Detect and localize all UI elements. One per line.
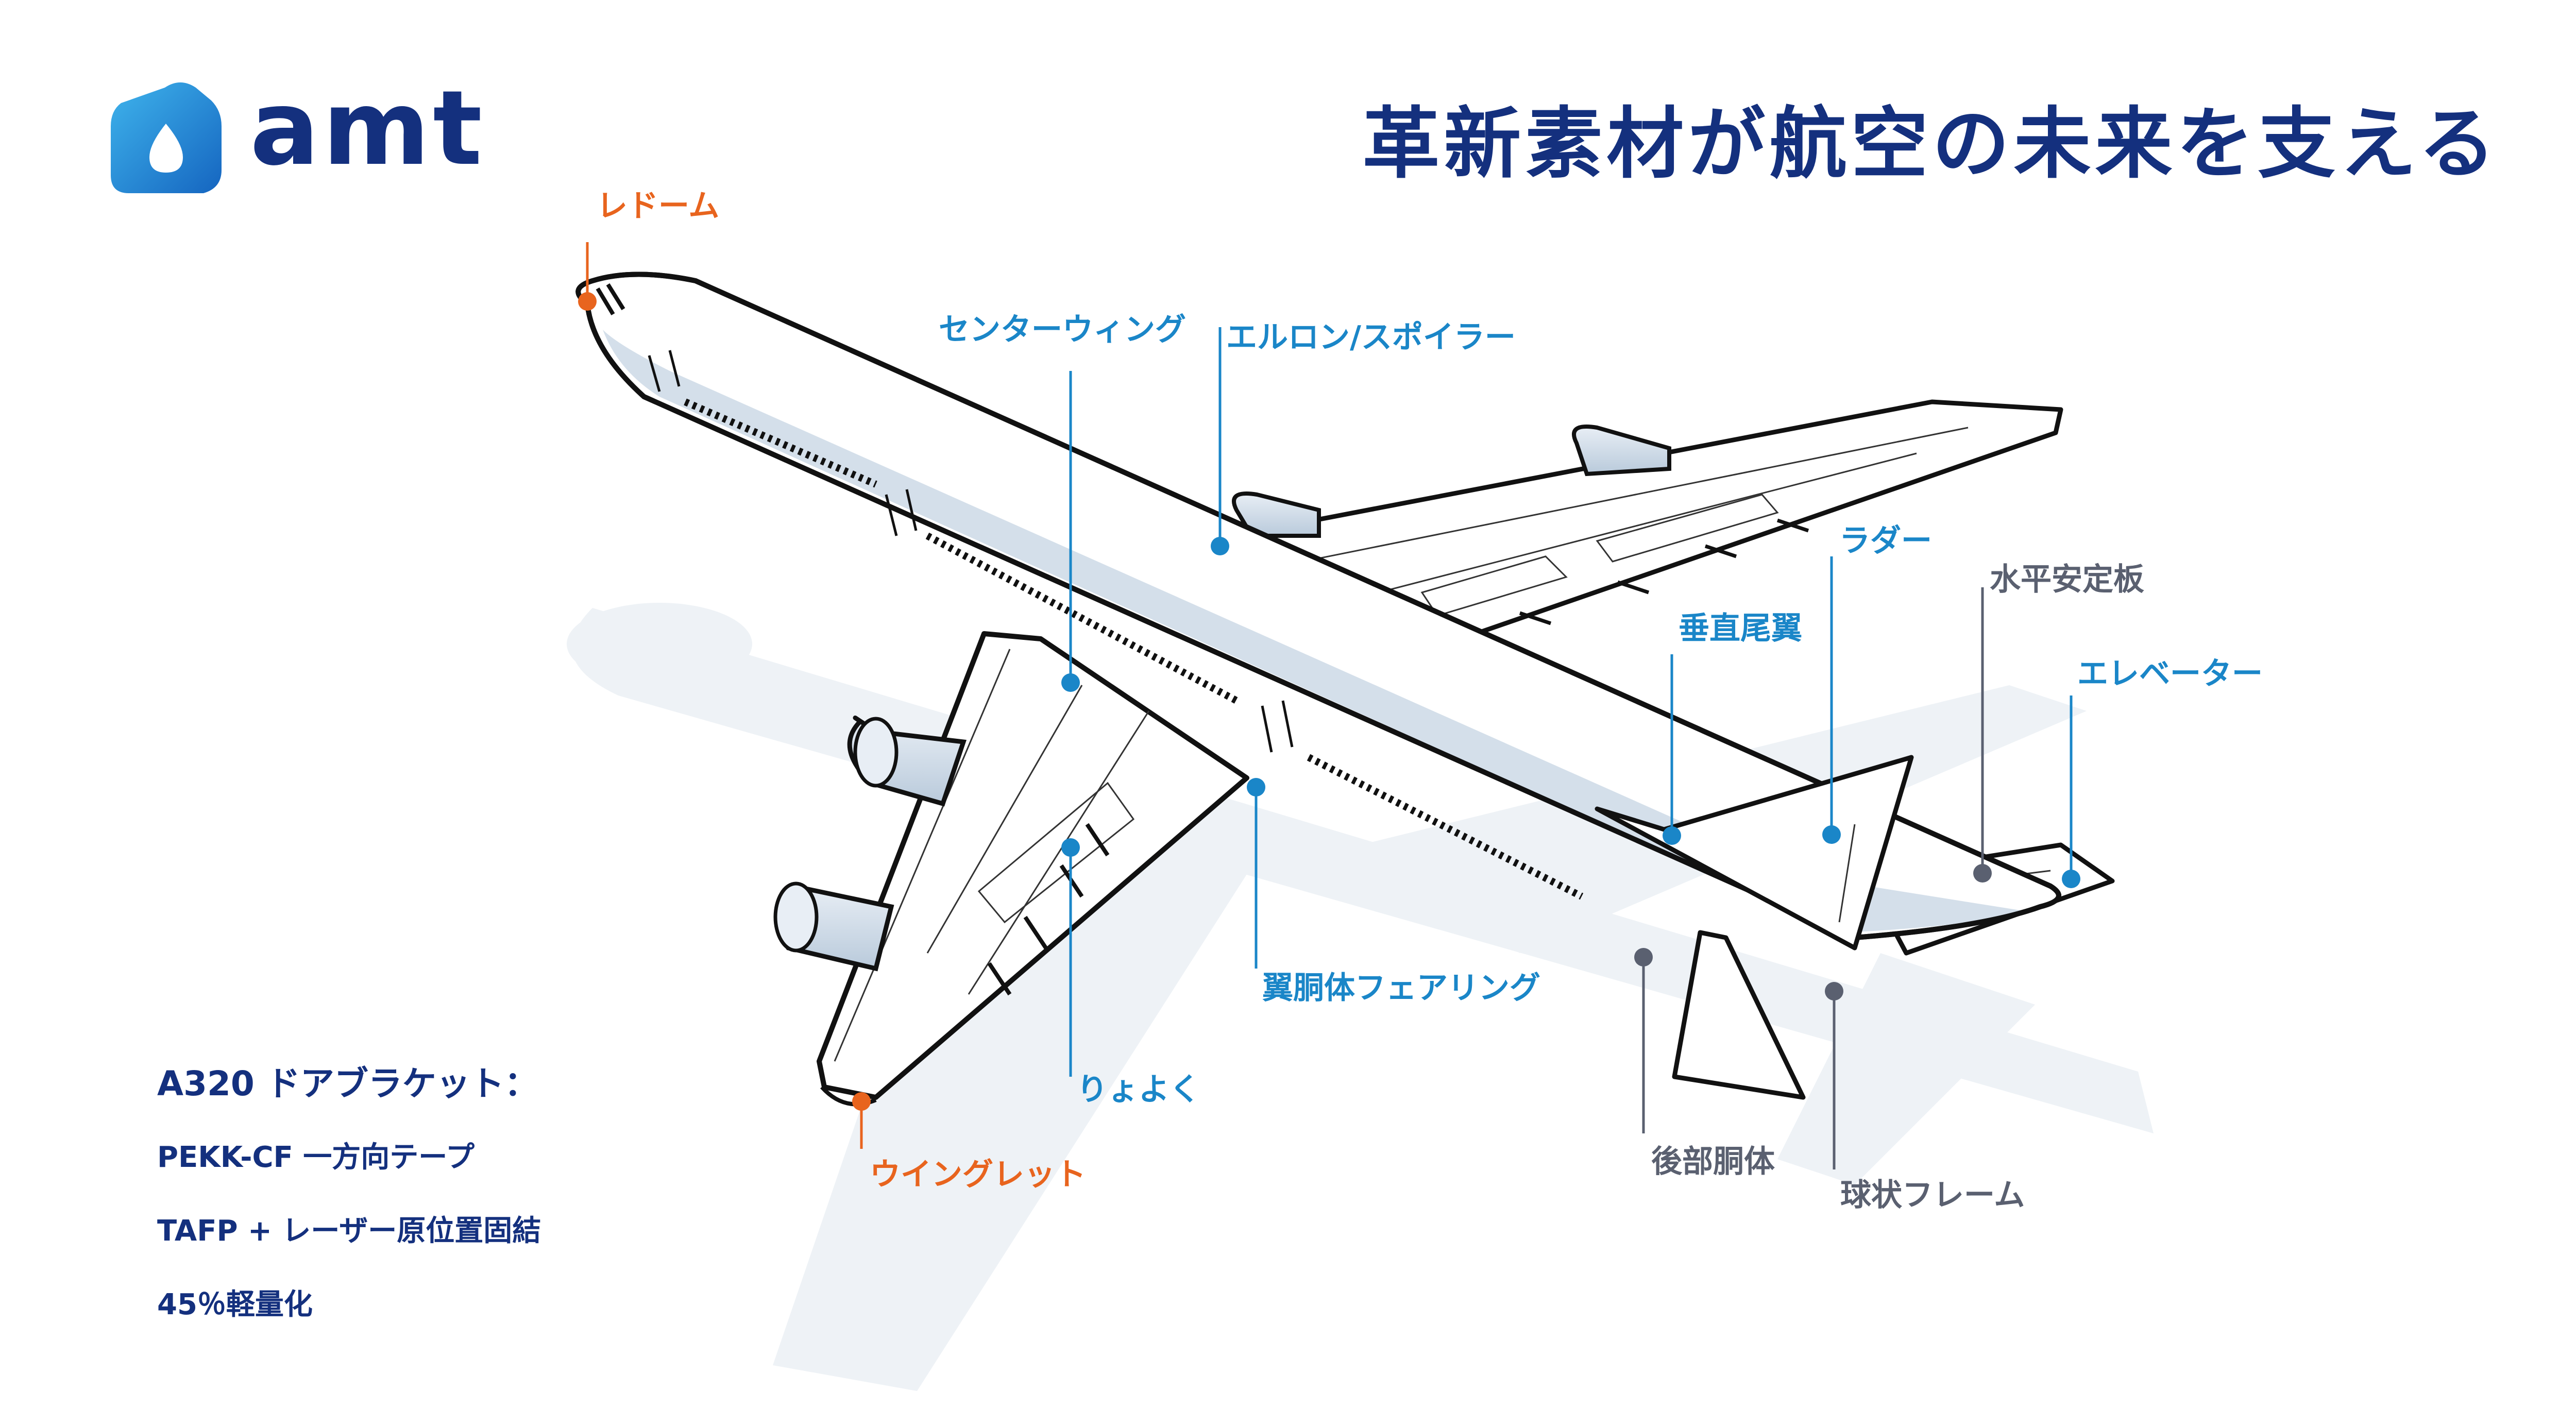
upper-engine-inner	[1232, 491, 1321, 538]
marker-elevator	[2062, 870, 2080, 888]
marker-center-wing	[1061, 673, 1080, 692]
notes-line-2: TAFP + レーザー原位置固結	[157, 1214, 541, 1248]
label-winglet: ウイングレット	[870, 1157, 1086, 1193]
marker-aileron	[1211, 537, 1229, 555]
label-spherical-frame: 球状フレーム	[1840, 1177, 2025, 1213]
notes-line-3: 45％軽量化	[157, 1288, 313, 1321]
marker-spherical-frame	[1825, 982, 1843, 1000]
lower-wing	[773, 631, 1249, 1107]
label-aileron-spoiler: エルロン/スポイラー	[1226, 319, 1516, 355]
marker-rudder	[1822, 825, 1841, 844]
callout-markers	[578, 292, 2080, 1111]
notes-line-1: PEKK-CF 一方向テープ	[157, 1141, 474, 1174]
label-aft-fuselage: 後部胴体	[1651, 1144, 1775, 1180]
lower-engine-outer	[773, 881, 894, 972]
marker-slat	[1061, 838, 1080, 857]
page-title: 革新素材が航空の未来を支える	[1362, 99, 2500, 189]
marker-vertical-tail	[1663, 826, 1681, 845]
lower-engine-inner	[847, 715, 967, 807]
label-wing-body-fairing: 翼胴体フェアリング	[1262, 970, 1540, 1006]
marker-hstab	[1973, 864, 1992, 883]
fuselage	[575, 272, 2061, 940]
label-rudder: ラダー	[1839, 523, 1932, 559]
marker-winglet	[852, 1092, 871, 1111]
label-horizontal-stabilizer: 水平安定板	[1990, 562, 2144, 598]
door-bracket-notes: A320 ドアブラケット： PEKK-CF 一方向テープ TAFP + レーザー…	[157, 1056, 541, 1355]
label-vertical-tail: 垂直尾翼	[1679, 610, 1802, 647]
logo-mark	[111, 82, 222, 193]
label-elevator: エレベーター	[2077, 656, 2263, 692]
leader-lines	[586, 242, 2073, 1169]
marker-fairing	[1247, 778, 1265, 796]
label-center-wing: センターウィング	[939, 312, 1186, 348]
upper-engine-outer	[1572, 425, 1671, 477]
label-radome: レドーム	[597, 188, 720, 224]
label-slat: りょよく	[1077, 1072, 1200, 1108]
notes-heading: A320 ドアブラケット：	[157, 1064, 538, 1104]
marker-radome	[578, 292, 597, 311]
logo-wordmark: amt	[250, 69, 485, 189]
marker-aft-fuselage	[1634, 948, 1653, 966]
